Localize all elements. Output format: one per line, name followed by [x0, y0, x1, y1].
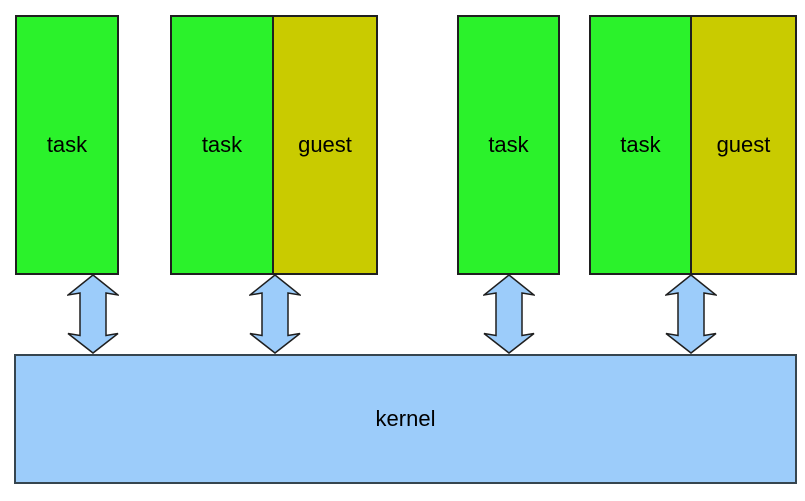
- double-arrow-icon: [67, 274, 119, 354]
- task-box-2: task: [457, 15, 560, 275]
- guest-segment: guest: [274, 17, 376, 273]
- task-label: task: [488, 132, 529, 157]
- guest-label: guest: [298, 132, 352, 157]
- task-box-1: task: [15, 15, 119, 275]
- kernel-label: kernel: [375, 406, 436, 431]
- task-segment: task: [172, 17, 274, 273]
- task-segment: task: [591, 17, 692, 273]
- guest-label: guest: [716, 132, 771, 157]
- task-guest-box-1: task guest: [170, 15, 378, 275]
- kernel-box: kernel: [14, 354, 797, 484]
- task-label: task: [620, 132, 661, 157]
- double-arrow-icon: [665, 274, 717, 354]
- task-guest-box-2: task guest: [589, 15, 797, 275]
- task-label: task: [46, 132, 88, 157]
- guest-segment: guest: [691, 17, 795, 273]
- double-arrow-icon: [483, 274, 535, 354]
- double-arrow-icon: [249, 274, 301, 354]
- task-label: task: [201, 132, 243, 157]
